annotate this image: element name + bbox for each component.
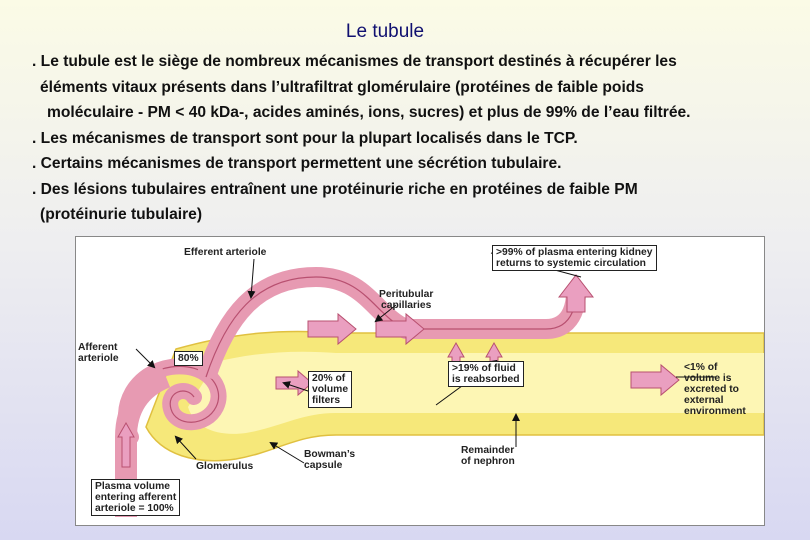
label-excreted: <1% of volume is excreted to external en… [684,362,746,417]
page-title: Le tubule [345,21,425,42]
box-plasma: Plasma volume entering afferent arteriol… [91,479,181,516]
label-glomerulus: Glomerulus [196,461,254,472]
label-bowman: Bowman’s capsule [304,449,356,471]
bullet-1-line-2: éléments vitaux présents dans l’ultrafil… [40,78,644,96]
return-arrow [557,274,595,313]
flow-arrow-1 [307,312,357,346]
bullet-4-line-1: . Des lésions tubulaires entraînent une … [32,180,638,198]
label-afferent: Afferent arteriole [78,342,119,364]
bullet-2: . Les mécanismes de transport sont pour … [32,129,578,147]
flow-arrow-2 [375,312,425,346]
label-peritubular: Peritubular capillaries [379,289,434,311]
box-returns: >99% of plasma entering kidney returns t… [492,245,657,271]
label-remainder: Remainder of nephron [461,445,515,467]
box-reabsorbed: >19% of fluid is reabsorbed [448,361,524,387]
bullet-4-line-2: (protéinurie tubulaire) [40,206,203,223]
afferent-arrow [117,421,135,468]
bullet-1-line-3: moléculaire - PM < 40 kDa-, acides aminé… [47,104,691,121]
bullet-1-line-1: . Le tubule est le siège de nombreux méc… [32,53,677,70]
box-filters: 20% of volume filters [308,371,353,408]
bullet-3: . Certains mécanismes de transport perme… [32,155,562,172]
box-80pct: 80% [174,351,203,366]
bullet-list: . Le tubule est le siège de nombreux méc… [32,49,802,228]
nephron-diagram: Efferent arteriole >99% of plasma enteri… [75,236,765,526]
label-efferent: Efferent arteriole [184,247,267,258]
flow-arrow-3 [630,363,680,397]
